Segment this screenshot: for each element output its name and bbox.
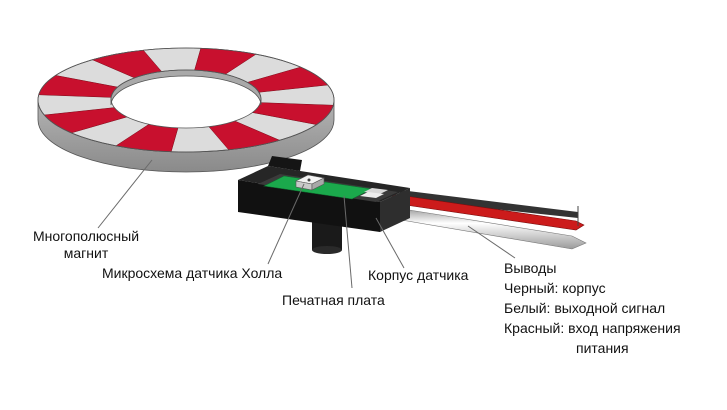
hall-chip-side — [311, 177, 325, 191]
label-lead-black: Черный: корпус — [504, 280, 606, 296]
leader-leads — [467, 225, 516, 259]
leader-sensor-body — [375, 217, 405, 269]
leader-lines — [97, 159, 516, 289]
pcb-pad-2 — [360, 192, 384, 198]
label-lead-white: Белый: выходной сигнал — [504, 300, 666, 316]
sensor-mount-tab — [268, 156, 302, 171]
label-leads: Выводы Черный: корпус Белый: выходной си… — [504, 258, 681, 358]
sensor-body — [238, 156, 410, 254]
magnet-outer-edge — [37, 47, 335, 153]
sensor-body-front — [238, 180, 380, 232]
label-magnet: Многополюсный магнит — [20, 228, 152, 262]
leader-hall-chip — [267, 183, 305, 265]
sensor-leads — [383, 190, 587, 250]
label-sensor-body: Корпус датчика — [368, 267, 469, 283]
label-lead-red-line1: Красный: вход напряжения — [504, 320, 681, 336]
label-pcb: Печатная плата — [282, 292, 385, 308]
label-hall-chip: Микросхема датчика Холла — [102, 265, 283, 281]
hall-chip-mark — [307, 178, 311, 182]
label-leads-title: Выводы — [504, 260, 557, 276]
label-magnet-line2: магнит — [63, 245, 109, 261]
leader-magnet — [97, 159, 153, 229]
lead-black-wire — [400, 190, 578, 218]
leader-pcb — [343, 195, 353, 289]
label-magnet-line1: Многополюсный — [32, 228, 140, 244]
label-lead-red-line2: питания — [576, 340, 629, 356]
multipole-magnet — [37, 47, 335, 173]
sensor-body-side — [380, 188, 410, 232]
sensor-stem-bottom — [312, 246, 342, 254]
pcb — [263, 175, 388, 200]
hall-chip — [295, 174, 325, 191]
magnet-inner-edge — [110, 69, 262, 129]
